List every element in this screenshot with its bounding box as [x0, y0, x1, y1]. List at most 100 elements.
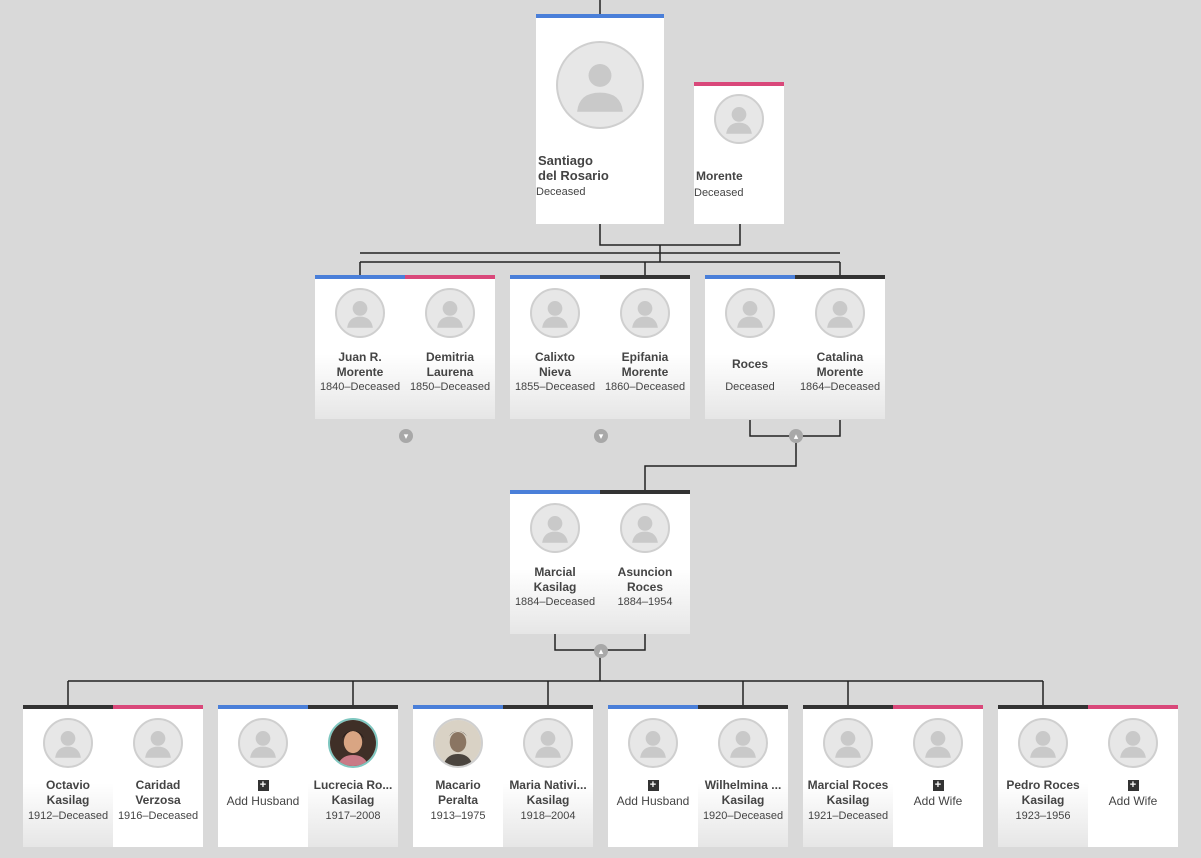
chevron-up-icon[interactable]: ▴: [594, 644, 608, 658]
person-male-icon: [530, 503, 580, 553]
person-first-name: Lucrecia Ro...: [313, 778, 393, 792]
person-male-icon: [43, 718, 93, 768]
chevron-down-icon[interactable]: ▾: [399, 429, 413, 443]
person-dates: 1912–Deceased: [27, 810, 109, 822]
female-indicator: [1088, 705, 1178, 709]
person-card[interactable]: Macario Peralta 1913–1975: [413, 705, 503, 847]
person-female-icon: [620, 288, 670, 338]
person-female-icon: [718, 718, 768, 768]
plus-icon: +: [257, 780, 269, 791]
person-dates: Deceased: [725, 381, 775, 393]
person-first-name: Marcial Roces: [807, 778, 889, 792]
person-dates: Deceased: [694, 187, 744, 199]
person-dates: 1884–Deceased: [514, 596, 596, 608]
person-card[interactable]: Maria Nativi... Kasilag 1918–2004: [503, 705, 593, 847]
person-name: Morente: [696, 169, 743, 183]
person-card[interactable]: Juan R. Morente 1840–Deceased: [315, 275, 405, 419]
female-indicator: [893, 705, 983, 709]
add-husband-label: Add Husband: [616, 794, 690, 808]
person-dates: 1840–Deceased: [319, 381, 401, 393]
male-indicator: [510, 275, 600, 279]
female-indicator: [694, 82, 784, 86]
male-indicator: [608, 705, 698, 709]
add-husband-label: Add Husband: [226, 794, 300, 808]
person-female-icon: [425, 288, 475, 338]
male-indicator: [315, 275, 405, 279]
male-indicator: [705, 275, 795, 279]
relation-indicator: [308, 705, 398, 709]
person-last-name: Kasilag: [331, 793, 375, 807]
person-first-name: Santiago: [538, 153, 593, 168]
person-card[interactable]: Catalina Morente 1864–Deceased: [795, 275, 885, 419]
person-dates: 1917–2008: [325, 810, 381, 822]
person-card[interactable]: Marcial Roces Kasilag 1921–Deceased: [803, 705, 893, 847]
add-husband-button[interactable]: + Add Husband: [608, 705, 698, 847]
person-first-name: Macario: [435, 778, 481, 792]
person-dates: 1923–1956: [1015, 810, 1071, 822]
male-indicator: [413, 705, 503, 709]
couple-card: + Add Husband Wilhelmina ... Kasilag 192…: [608, 705, 788, 847]
person-first-name: Caridad: [135, 778, 181, 792]
person-male-icon: [1018, 718, 1068, 768]
person-last-name: Nieva: [538, 365, 572, 379]
person-male-icon: [556, 41, 644, 129]
person-card[interactable]: Marcial Kasilag 1884–Deceased: [510, 490, 600, 634]
person-dates: 1860–Deceased: [604, 381, 686, 393]
add-wife-label: Add Wife: [913, 794, 963, 808]
person-card[interactable]: Wilhelmina ... Kasilag 1920–Deceased: [698, 705, 788, 847]
relation-indicator: [803, 705, 893, 709]
couple-card: Pedro Roces Kasilag 1923–1956 + Add Wife: [998, 705, 1178, 847]
relation-indicator: [503, 705, 593, 709]
person-first-name: Octavio: [45, 778, 90, 792]
person-card[interactable]: Demitria Laurena 1850–Deceased: [405, 275, 495, 419]
person-first-name: Wilhelmina ...: [704, 778, 782, 792]
person-card[interactable]: Octavio Kasilag 1912–Deceased: [23, 705, 113, 847]
person-card[interactable]: Lucrecia Ro... Kasilag 1917–2008: [308, 705, 398, 847]
person-card-morente[interactable]: Morente Deceased: [694, 82, 784, 224]
person-first-name: Demitria: [425, 350, 475, 364]
person-male-icon: [823, 718, 873, 768]
add-wife-button[interactable]: + Add Wife: [1088, 705, 1178, 847]
person-card[interactable]: Asuncion Roces 1884–1954: [600, 490, 690, 634]
person-last-name: Kasilag: [721, 793, 765, 807]
add-husband-button[interactable]: + Add Husband: [218, 705, 308, 847]
person-dates: 1921–Deceased: [807, 810, 889, 822]
chevron-down-icon[interactable]: ▾: [594, 429, 608, 443]
person-male-icon: [335, 288, 385, 338]
plus-icon: +: [647, 780, 659, 791]
person-card[interactable]: Roces Deceased: [705, 275, 795, 419]
person-first-name: Asuncion: [617, 565, 673, 579]
female-indicator: [405, 275, 495, 279]
couple-card: Octavio Kasilag 1912–Deceased Caridad Ve…: [23, 705, 203, 847]
relation-indicator: [795, 275, 885, 279]
person-female-icon: [133, 718, 183, 768]
couple-card: Marcial Roces Kasilag 1921–Deceased + Ad…: [803, 705, 983, 847]
chevron-up-icon[interactable]: ▴: [789, 429, 803, 443]
person-last-name: Morente: [816, 365, 864, 379]
person-card[interactable]: Epifania Morente 1860–Deceased: [600, 275, 690, 419]
person-card[interactable]: Calixto Nieva 1855–Deceased: [510, 275, 600, 419]
relation-indicator: [23, 705, 113, 709]
person-female-icon: [913, 718, 963, 768]
plus-icon: +: [1127, 780, 1139, 791]
person-male-icon: [238, 718, 288, 768]
person-dates: 1913–1975: [430, 810, 486, 822]
relation-indicator: [600, 275, 690, 279]
person-dates: Deceased: [536, 186, 586, 198]
person-male-icon: [628, 718, 678, 768]
person-dates: 1850–Deceased: [409, 381, 491, 393]
person-card[interactable]: Pedro Roces Kasilag 1923–1956: [998, 705, 1088, 847]
person-last-name: del Rosario: [538, 168, 609, 183]
person-card-santiago[interactable]: Santiago del Rosario Deceased: [536, 14, 664, 224]
person-dates: 1920–Deceased: [702, 810, 784, 822]
person-dates: 1916–Deceased: [117, 810, 199, 822]
add-wife-button[interactable]: + Add Wife: [893, 705, 983, 847]
person-last-name: Morente: [621, 365, 669, 379]
person-first-name: Calixto: [534, 350, 575, 364]
person-card[interactable]: Caridad Verzosa 1916–Deceased: [113, 705, 203, 847]
person-first-name: Catalina: [816, 350, 864, 364]
person-photo: [328, 718, 378, 768]
couple-card: + Add Husband Lucrecia Ro... Kasilag 191…: [218, 705, 398, 847]
person-dates: 1864–Deceased: [799, 381, 881, 393]
